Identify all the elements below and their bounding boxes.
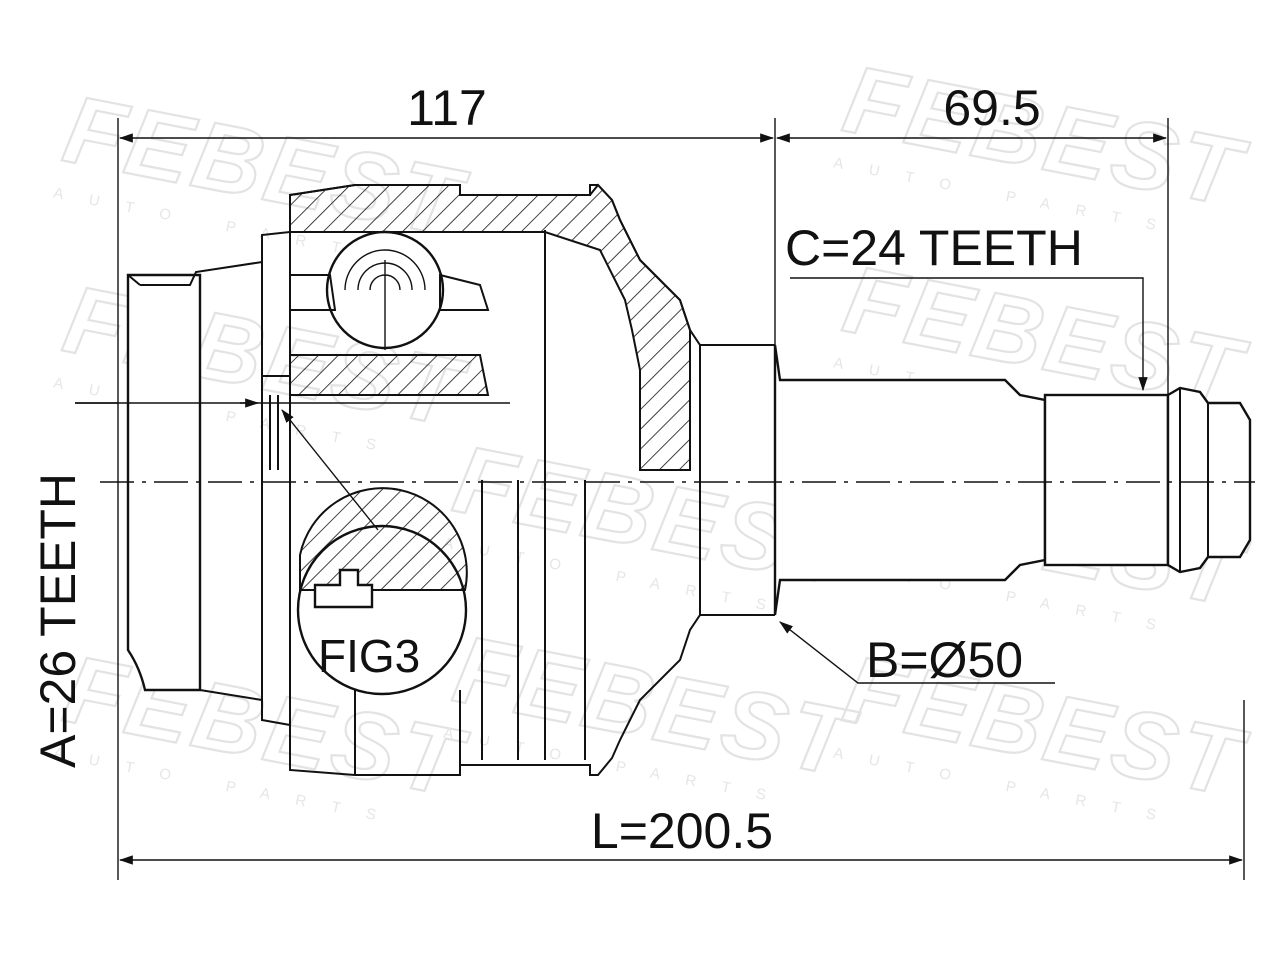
shaft-step-b xyxy=(773,344,1047,616)
dim-117-text: 117 xyxy=(407,80,487,136)
extension-lines xyxy=(75,118,1245,880)
dim-a-teeth-text: A=26 TEETH xyxy=(30,473,86,768)
dim-c-teeth: C=24 TEETH xyxy=(785,220,1148,392)
spline-c xyxy=(1043,393,1170,567)
dim-b-dia-text: B=Ø50 xyxy=(866,632,1023,688)
dim-c-teeth-text: C=24 TEETH xyxy=(785,220,1083,276)
dim-69-5-text: 69.5 xyxy=(943,80,1040,136)
dim-117: 117 xyxy=(118,80,775,143)
dim-length-text: L=200.5 xyxy=(591,803,773,859)
dim-69-5: 69.5 xyxy=(775,80,1168,143)
fig3-label: FIG3 xyxy=(318,630,420,682)
fig3-leader xyxy=(281,409,379,531)
dim-b-dia: B=Ø50 xyxy=(779,621,1055,688)
watermark-logo: FEBEST AUTO PARTS xyxy=(442,614,866,808)
dim-a-teeth: A=26 TEETH xyxy=(30,398,260,768)
fig3-detail: FIG3 xyxy=(296,487,468,696)
watermark-logo: FEBEST AUTO PARTS xyxy=(832,44,1256,238)
shaft xyxy=(773,344,1252,616)
dim-length: L=200.5 xyxy=(118,803,1244,865)
housing-section xyxy=(289,183,691,471)
